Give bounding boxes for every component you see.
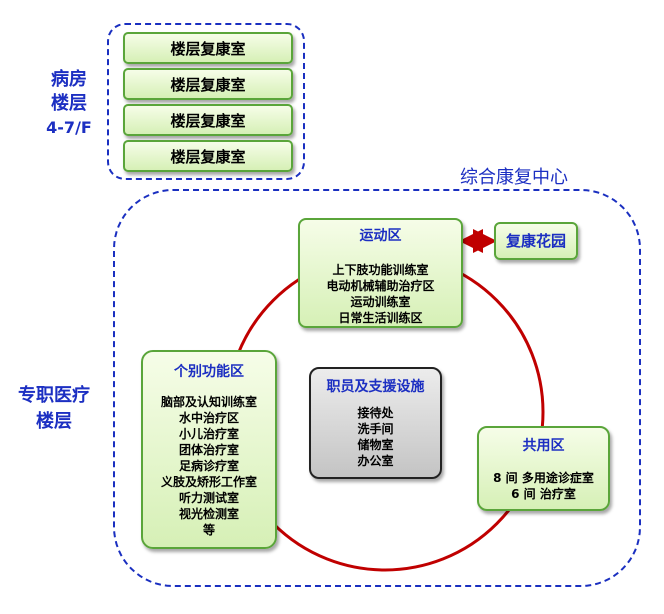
ward-label-line2: 楼层 [51, 93, 87, 114]
specialty-label-line1: 专职医疗 [18, 385, 90, 406]
staff-support-box: 职员及支援设施 接待处 洗手间 储物室 办公室 [309, 367, 442, 479]
individual-item: 视光检测室 [178, 507, 239, 521]
shared-item: 6 间 治疗室 [511, 487, 576, 501]
sports-item: 运动训练室 [350, 295, 411, 309]
individual-item: 等 [202, 523, 215, 537]
individual-item: 团体治疗室 [178, 443, 239, 457]
sports-item: 日常生活训练区 [338, 311, 423, 325]
staff-support-title: 职员及支援设施 [326, 379, 425, 395]
ward-floor-label: 病房 楼层 4-7/F [38, 68, 100, 140]
staff-item: 洗手间 [357, 422, 394, 436]
individual-item: 足病诊疗室 [178, 459, 239, 473]
sports-item: 上下肢功能训练室 [332, 263, 429, 277]
staff-item: 接待处 [357, 406, 394, 420]
shared-area-title: 共用区 [522, 438, 565, 454]
sports-area-box: 运动区 上下肢功能训练室 电动机械辅助治疗区 运动训练室 日常生活训练区 [298, 218, 463, 328]
rehab-garden-title: 复康花园 [505, 232, 566, 250]
floor-rehab-room-3: 楼层复康室 [123, 104, 293, 136]
individual-area-title: 个别功能区 [174, 364, 244, 380]
specialty-label-line2: 楼层 [36, 411, 72, 432]
floor-rehab-room-2: 楼层复康室 [123, 68, 293, 100]
individual-area-box: 个别功能区 脑部及认知训练室 水中治疗区 小儿治疗室 团体治疗室 足病诊疗室 义… [141, 350, 277, 549]
individual-item: 义肢及矫形工作室 [160, 475, 257, 489]
individual-item: 小儿治疗室 [178, 427, 239, 441]
rehab-garden-box: 复康花园 [494, 222, 578, 260]
individual-item: 水中治疗区 [178, 411, 239, 425]
ward-label-line3: 4-7/F [46, 118, 92, 137]
ward-floors-group [107, 23, 305, 180]
sports-area-title: 运动区 [359, 228, 402, 244]
shared-area-box: 共用区 8 间 多用途诊症室 6 间 治疗室 [477, 426, 610, 511]
staff-item: 储物室 [357, 438, 394, 452]
shared-item: 8 间 多用途诊症室 [493, 471, 594, 485]
sports-item: 电动机械辅助治疗区 [326, 279, 435, 293]
specialty-floor-label: 专职医疗 楼层 [2, 383, 106, 435]
floor-rehab-room-4: 楼层复康室 [123, 140, 293, 172]
rehab-center-group [113, 189, 641, 587]
center-title: 综合康复中心 [460, 167, 568, 188]
floor-rehab-room-1: 楼层复康室 [123, 32, 293, 64]
individual-item: 脑部及认知训练室 [160, 395, 257, 409]
staff-item: 办公室 [357, 454, 394, 468]
individual-item: 听力测试室 [178, 491, 239, 505]
ward-label-line1: 病房 [51, 69, 87, 90]
